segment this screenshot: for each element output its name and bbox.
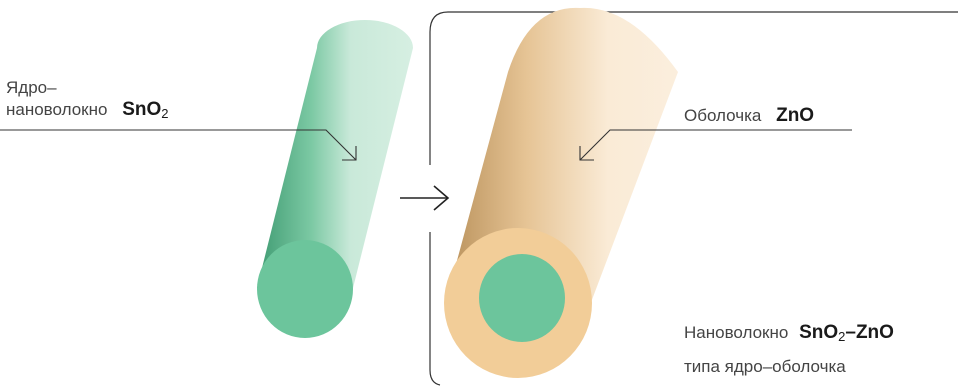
core-nanofiber-end <box>257 240 353 338</box>
core-nanofiber <box>257 20 413 338</box>
result-formula-part1: SnO <box>799 322 838 343</box>
core-end <box>479 254 565 342</box>
result-label-line2: типа ядро–оболочка <box>684 356 894 378</box>
core-formula-main: SnO <box>122 99 161 120</box>
core-label: Ядро– нановолокно SnO2 <box>6 77 168 125</box>
core-formula-sub: 2 <box>161 106 168 121</box>
core-label-word: нановолокно <box>6 100 107 119</box>
transition-arrow-icon <box>400 186 448 210</box>
result-label-word: Нановолокно <box>684 323 788 342</box>
core-formula: SnO2 <box>122 99 168 120</box>
core-label-line2: нановолокно SnO2 <box>6 99 168 125</box>
core-label-line1: Ядро– <box>6 77 168 99</box>
shell-label-word: Оболочка <box>684 106 761 125</box>
core-shell-nanofiber <box>444 8 678 378</box>
shell-label: Оболочка ZnO <box>684 105 814 127</box>
shell-formula: ZnO <box>776 105 814 126</box>
result-label-line1: Нановолокно SnO2–ZnO <box>684 322 894 348</box>
result-formula-part2: –ZnO <box>845 322 894 343</box>
result-label: Нановолокно SnO2–ZnO типа ядро–оболочка <box>684 322 894 378</box>
result-formula: SnO2–ZnO <box>799 322 894 343</box>
